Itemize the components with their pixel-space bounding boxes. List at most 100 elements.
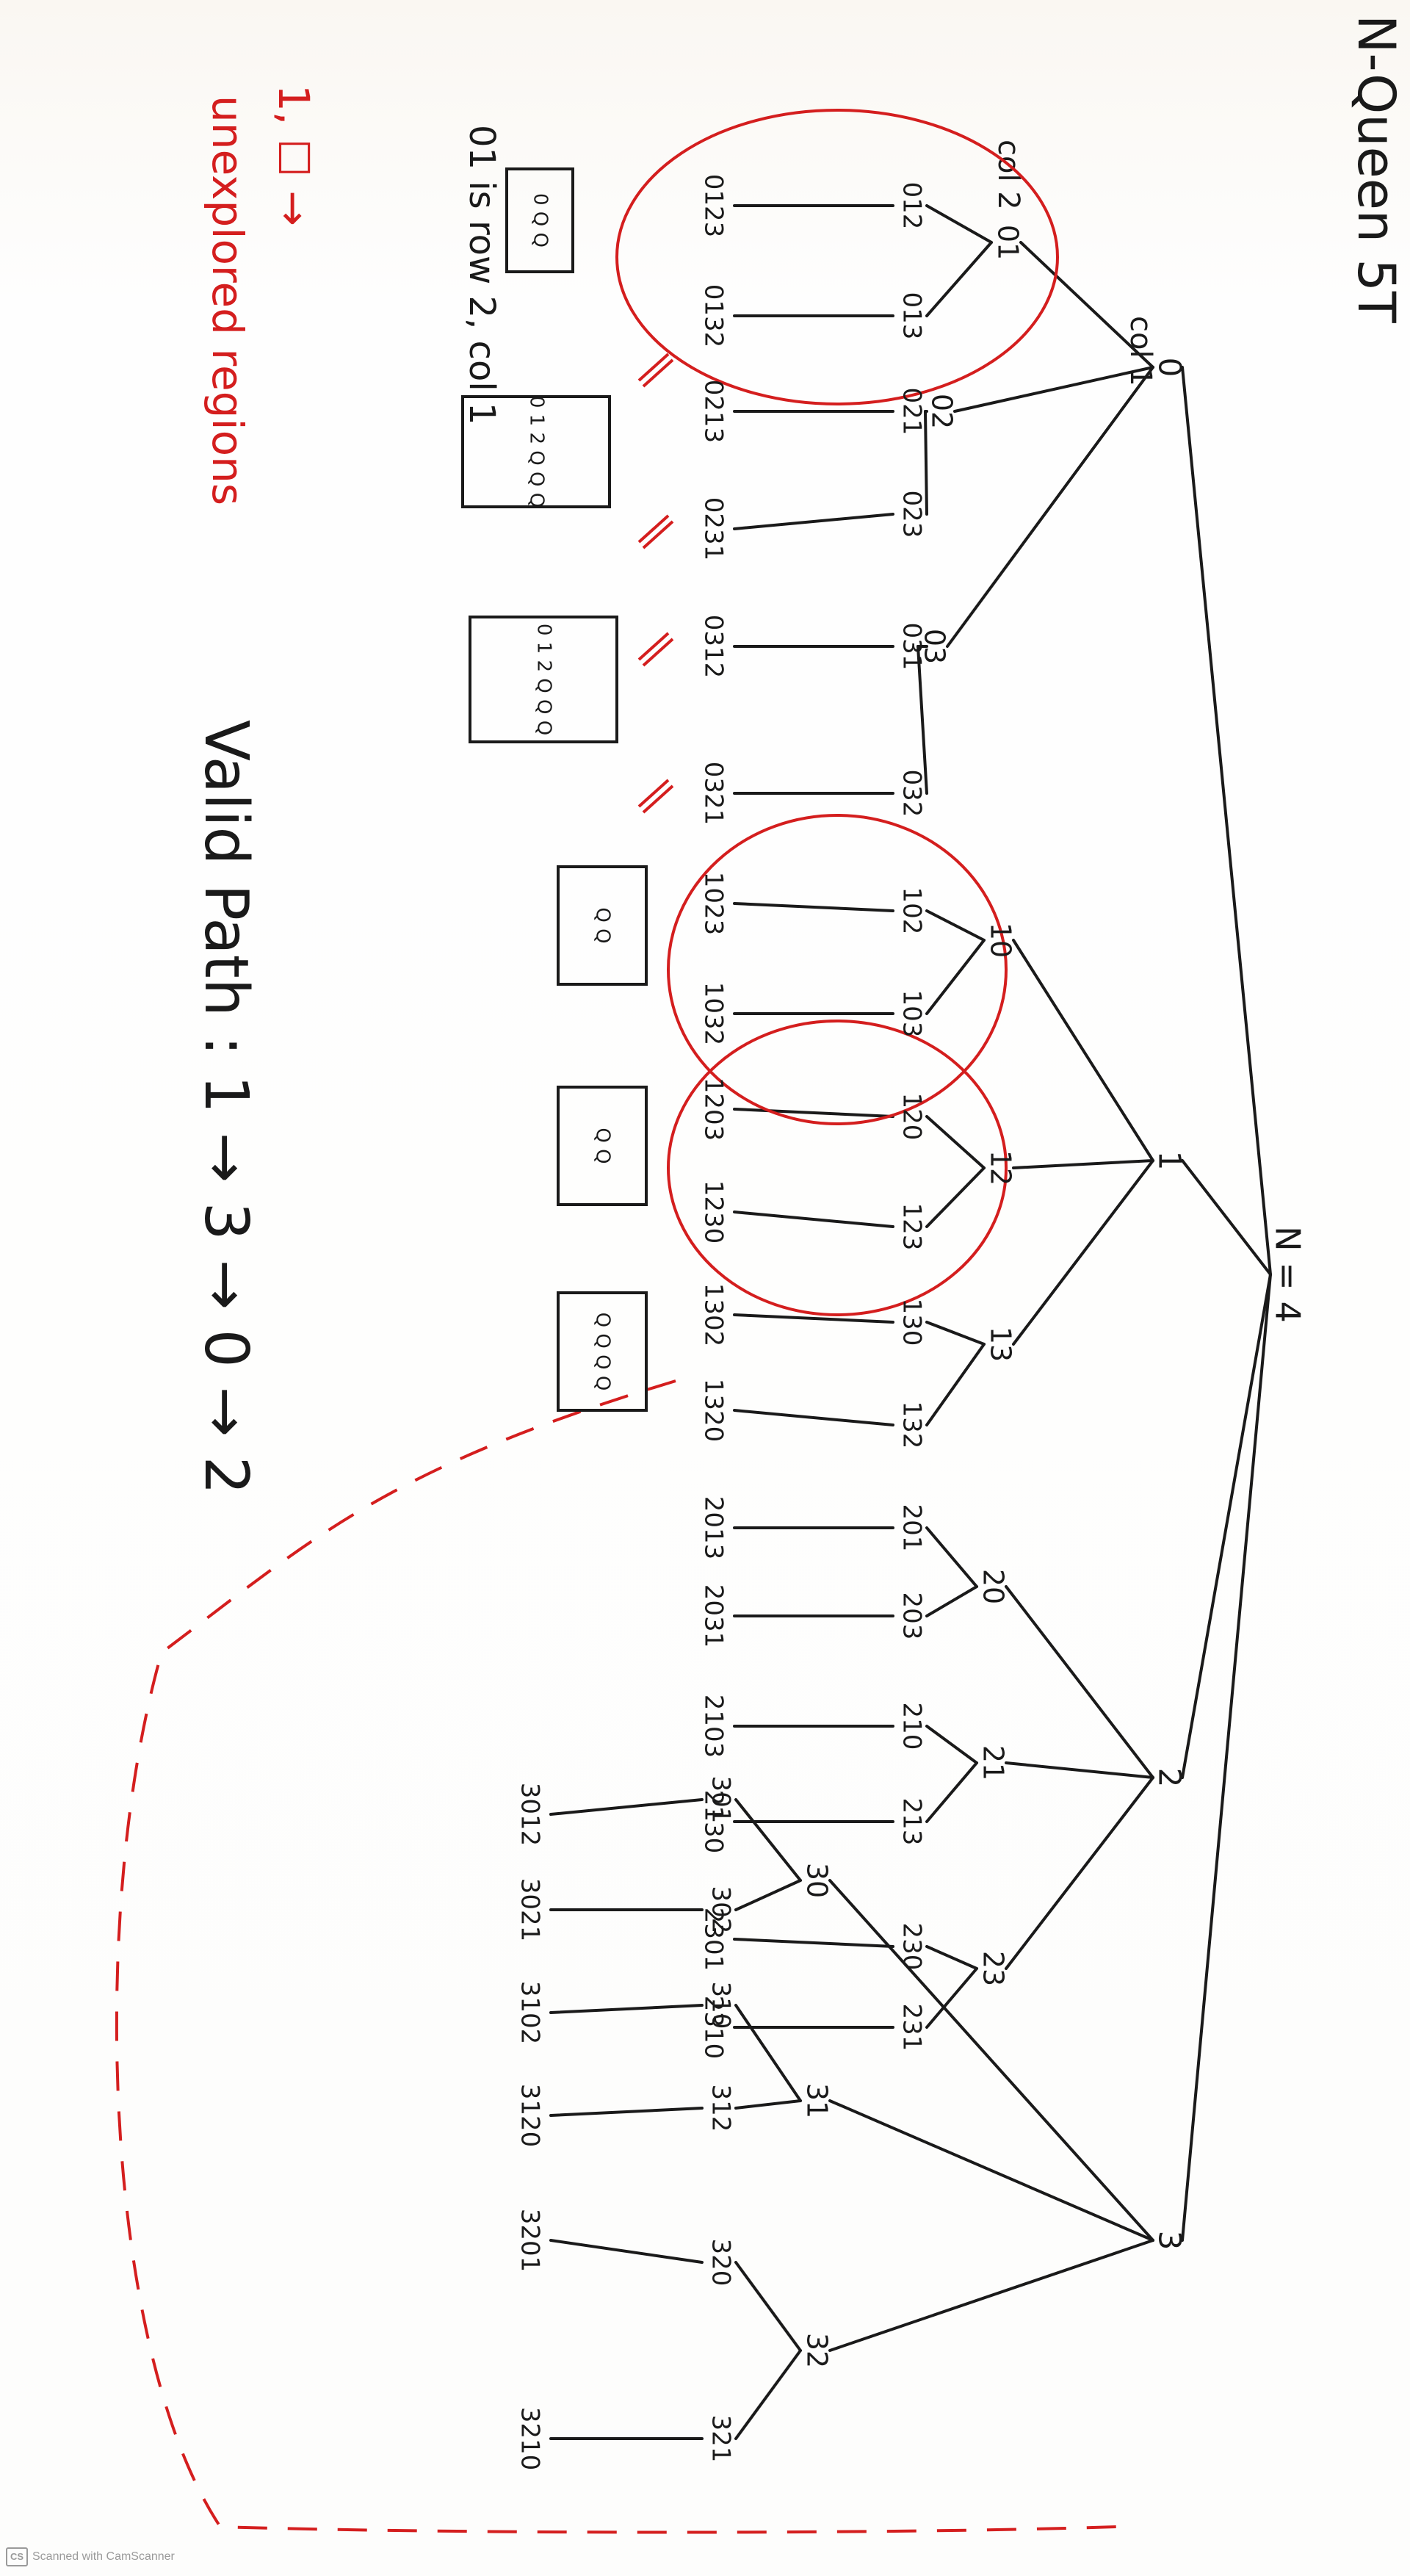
node-20: 20 — [977, 1569, 1010, 1604]
node-230: 230 — [897, 1923, 927, 1971]
board-13 — [557, 1291, 648, 1412]
edge-3-32 — [828, 2239, 1154, 2352]
node-3102: 3102 — [516, 1981, 545, 2045]
node-2103: 2103 — [699, 1695, 728, 1758]
node-0213: 0213 — [699, 380, 728, 444]
node-3012: 3012 — [516, 1783, 545, 1847]
queen-boards: 0 Q Q0 1 2 Q Q Q0 1 2 Q Q QQ QQ QQ Q Q Q — [461, 167, 648, 1412]
edge-132-1320 — [733, 1409, 894, 1426]
edge-0-03 — [946, 366, 1154, 648]
edge-20-203 — [925, 1585, 978, 1617]
node-10: 10 — [985, 923, 1017, 958]
node-103: 103 — [897, 990, 927, 1038]
edge-3-30 — [828, 1879, 1154, 2242]
node-102: 102 — [897, 887, 927, 935]
red-annotations — [115, 109, 1117, 2534]
edge-0-02 — [953, 366, 1154, 413]
node-02: 02 — [926, 394, 958, 429]
node-132: 132 — [897, 1401, 927, 1449]
edge-30-301 — [734, 1798, 802, 1882]
edge-120-1203 — [733, 1108, 894, 1118]
board-12 — [557, 1086, 648, 1206]
edge-32-320 — [734, 2261, 802, 2352]
rotated-notebook-page: N-Queen 5T 1, ☐ → unexplored regions 01 … — [115, 15, 1406, 2534]
node-210: 210 — [897, 1703, 927, 1750]
node-1230: 1230 — [699, 1180, 728, 1244]
node-2031: 2031 — [699, 1584, 728, 1648]
edge-10-102 — [925, 909, 986, 942]
red-strike2-0231 — [642, 520, 674, 549]
edge-root-0 — [1181, 366, 1272, 1276]
edge-320-3201 — [549, 2239, 704, 2264]
heading: N-Queen 5T — [1346, 15, 1406, 323]
node-301: 301 — [706, 1776, 736, 1824]
edge-2-20 — [1005, 1585, 1154, 1779]
node-1320: 1320 — [699, 1379, 728, 1443]
red-strike-023 — [637, 353, 670, 382]
edge-23-230 — [925, 1945, 978, 1970]
edge-root-2 — [1181, 1273, 1272, 1779]
node-023: 023 — [897, 491, 927, 538]
node-2: 2 — [1152, 1768, 1188, 1788]
node-1023: 1023 — [699, 872, 728, 936]
node-1302: 1302 — [699, 1283, 728, 1347]
node-31: 31 — [801, 2083, 834, 2118]
edge-13-130 — [925, 1321, 986, 1346]
node-203: 203 — [897, 1592, 927, 1640]
edge-03-032 — [916, 645, 928, 795]
edge-312-3120 — [549, 2107, 704, 2117]
red-strike2-0312 — [642, 638, 674, 667]
board-10 — [557, 865, 648, 986]
valid-path-text: Valid Path : 1 → 3 → 0 → 2 — [191, 720, 261, 1495]
scanner-footer: CS Scanned with CamScanner — [6, 2547, 175, 2566]
node-01: 01 — [992, 225, 1024, 260]
red-loop-12 — [667, 1020, 1008, 1316]
edge-310-3102 — [549, 2004, 704, 2014]
edge-root-3 — [1181, 1273, 1272, 2242]
edge-32-321 — [734, 2349, 802, 2440]
edge-31-312 — [734, 2099, 802, 2110]
red-strike2-0321 — [642, 784, 674, 814]
tree-nodes: N = 401230102031012132021233031320120130… — [516, 174, 1308, 2471]
node-30: 30 — [801, 1863, 834, 1898]
node-0231: 0231 — [699, 497, 728, 561]
edge-2-23 — [1005, 1776, 1154, 1970]
node-123: 123 — [897, 1203, 927, 1251]
node-312: 312 — [706, 2085, 736, 2132]
node-130: 130 — [897, 1299, 927, 1346]
edge-13-132 — [925, 1343, 986, 1426]
edge-02-023 — [924, 410, 928, 516]
edge-31-310 — [734, 2004, 802, 2102]
node-302: 302 — [706, 1886, 736, 1934]
node-32: 32 — [801, 2333, 834, 2368]
red-loop-01 — [615, 109, 1059, 405]
tree-edges — [549, 204, 1272, 2440]
node-021: 021 — [897, 388, 927, 436]
node-2130: 2130 — [699, 1790, 728, 1854]
edge-21-213 — [925, 1761, 978, 1823]
board-03-cells: 0 1 2 Q Q Q — [533, 624, 555, 735]
edge-3-31 — [828, 2099, 1154, 2242]
node-1203: 1203 — [699, 1078, 728, 1141]
edge-20-201 — [925, 1526, 978, 1588]
red-note-unexplored: unexplored regions — [203, 95, 253, 505]
edge-01-013 — [925, 241, 993, 317]
edge-130-1302 — [733, 1313, 894, 1324]
node-0312: 0312 — [699, 615, 728, 679]
node-201: 201 — [897, 1504, 927, 1552]
edge-01-012 — [925, 204, 993, 244]
board-10-cells: Q Q — [592, 907, 614, 943]
node-2301: 2301 — [699, 1908, 728, 1971]
edge-12-120 — [925, 1115, 986, 1169]
node-120: 120 — [897, 1093, 927, 1141]
red-loop-10 — [667, 814, 1008, 1125]
edge-1-13 — [1012, 1159, 1154, 1346]
node-3120: 3120 — [516, 2084, 545, 2148]
node-2310: 2310 — [699, 1996, 728, 2060]
board-13-cells: Q Q Q Q — [592, 1313, 614, 1391]
red-strike-0321 — [637, 779, 670, 808]
node-3: 3 — [1152, 2231, 1188, 2251]
node-0123: 0123 — [699, 174, 728, 238]
col-1-label: col 1 — [1124, 316, 1157, 386]
